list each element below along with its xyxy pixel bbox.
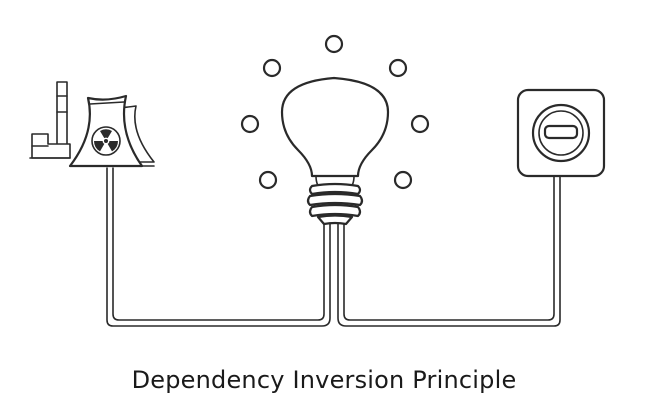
diagram-caption: Dependency Inversion Principle (131, 366, 517, 394)
wall-socket-icon (516, 88, 606, 178)
light-bulb-icon (240, 34, 430, 226)
cable-to-power-plant (106, 167, 331, 327)
cable-to-wall-socket (337, 137, 561, 327)
nuclear-plant-icon (29, 81, 155, 168)
